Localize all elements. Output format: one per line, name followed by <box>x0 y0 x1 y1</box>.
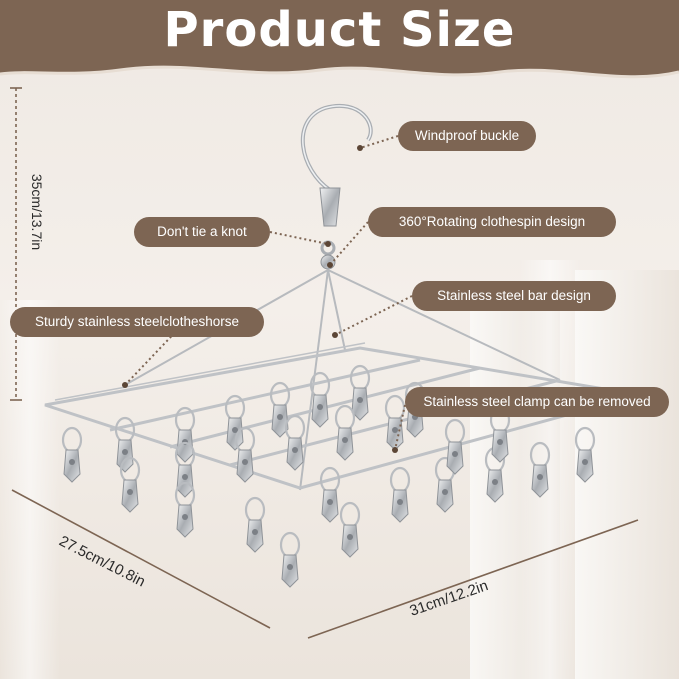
callout-stainless-bar: Stainless steel bar design <box>412 281 616 311</box>
suspension-wires <box>124 269 561 491</box>
curtain <box>0 300 60 679</box>
title-banner <box>0 0 679 79</box>
callout-dots <box>122 145 398 453</box>
callout-sturdy-clotheshorse: Sturdy stainless steelclotheshorse <box>10 307 264 337</box>
windproof-hook <box>300 104 373 270</box>
dimension-lines <box>10 87 639 639</box>
page-title: Product Size <box>163 2 516 58</box>
callout-windproof-buckle: Windproof buckle <box>398 121 536 151</box>
height-dimension: 35cm/13.7in <box>29 173 45 251</box>
curtain <box>520 260 580 679</box>
callout-dont-tie-knot: Don't tie a knot <box>134 217 270 247</box>
callout-rotating-clothespin: 360°Rotating clothespin design <box>368 207 616 237</box>
callout-leaders <box>124 135 413 451</box>
callout-clamp-removed: Stainless steel clamp can be removed <box>405 387 669 417</box>
